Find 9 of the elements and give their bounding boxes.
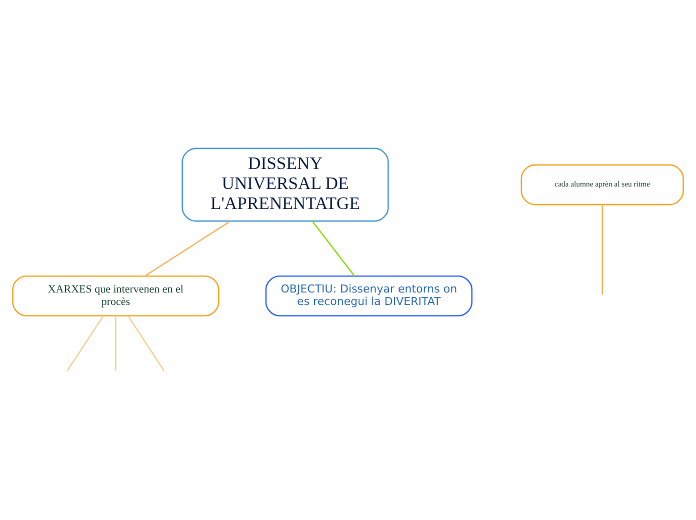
connector	[66, 316, 104, 372]
connector	[128, 316, 165, 372]
connector	[312, 220, 356, 276]
node-box: DISSENY UNIVERSAL DE L'APRENENTATGE	[182, 148, 389, 222]
connector	[144, 220, 231, 277]
connector	[602, 204, 603, 295]
node-box: XARXES que intervenen en el procès	[12, 275, 220, 316]
node-box: OBJECTIU: Dissenyar entorns on es reconegui la DIVERITAT	[265, 275, 473, 316]
connector	[115, 316, 116, 371]
